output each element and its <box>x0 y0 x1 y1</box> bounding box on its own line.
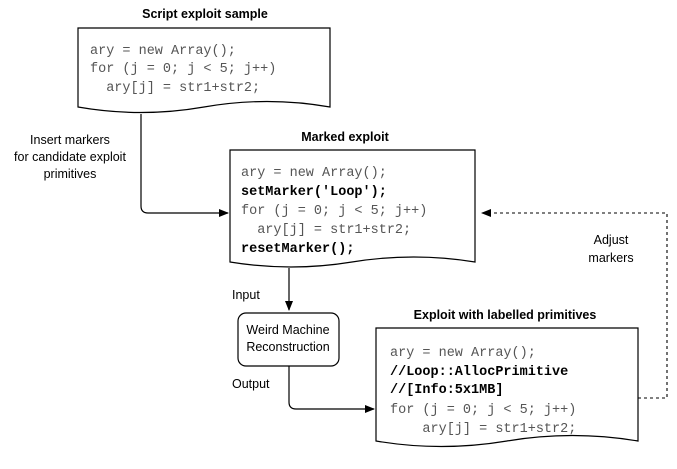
sample-title: Script exploit sample <box>142 7 268 21</box>
sample-code-line: for (j = 0; j < 5; j++) <box>90 62 276 77</box>
weird-machine-label: Weird Machine <box>246 323 329 337</box>
marked-code-line: ary[j] = str1+str2; <box>241 223 411 238</box>
sample-document-box <box>77 27 331 114</box>
marked-code-line: resetMarker(); <box>241 242 354 257</box>
insert-markers-label: for candidate exploit <box>14 150 126 164</box>
labelled-title: Exploit with labelled primitives <box>414 308 597 322</box>
adjust-markers-arrow <box>481 209 668 399</box>
labelled-code-line: //[Info:5x1MB] <box>390 383 503 398</box>
marked-code-line: for (j = 0; j < 5; j++) <box>241 204 427 219</box>
input-label: Input <box>232 288 260 302</box>
marked-code-line: ary = new Array(); <box>241 166 387 181</box>
sample-code-line: ary = new Array(); <box>90 44 236 59</box>
insert-markers-label: Insert markers <box>30 133 110 147</box>
labelled-document-box <box>375 327 639 448</box>
output-label: Output <box>232 377 270 391</box>
insert-markers-label: primitives <box>44 167 97 181</box>
weird-machine-label: Reconstruction <box>246 340 329 354</box>
marked-document-box <box>229 149 476 268</box>
sample-code-line: ary[j] = str1+str2; <box>90 81 260 96</box>
labelled-code-line: for (j = 0; j < 5; j++) <box>390 403 576 418</box>
output-arrow <box>288 366 375 413</box>
labelled-code-line: //Loop::AllocPrimitive <box>390 365 568 380</box>
adjust-markers-label: markers <box>588 251 633 265</box>
marked-code-line: setMarker('Loop'); <box>241 185 387 200</box>
sample-to-marked-arrow <box>140 114 229 217</box>
adjust-markers-label: Adjust <box>594 233 629 247</box>
marked-title: Marked exploit <box>301 130 389 144</box>
labelled-code-line: ary = new Array(); <box>390 346 536 361</box>
labelled-code-line: ary[j] = str1+str2; <box>390 422 576 437</box>
